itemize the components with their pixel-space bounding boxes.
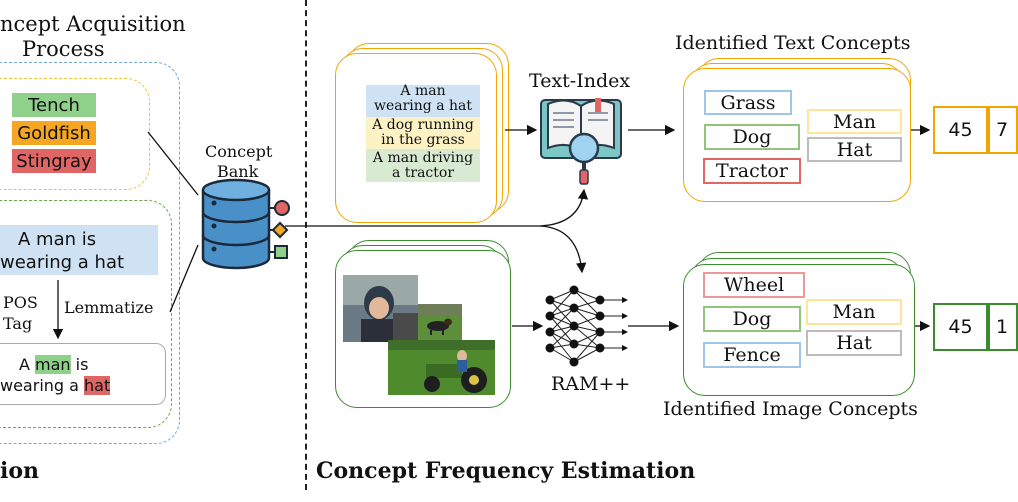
text-count-cell-2: 7	[988, 106, 1018, 154]
ram-label: RAM++	[551, 373, 631, 395]
text-count-cell-1: 45	[933, 106, 988, 154]
photo-dog-grass	[418, 304, 462, 346]
image-concept-wheel: Wheel	[703, 272, 805, 298]
highlight-man: man	[35, 355, 71, 374]
arrow-class-to-bank	[147, 131, 199, 196]
neural-network-icon	[549, 289, 624, 363]
acquisition-title-line1: ncept Acquisition	[0, 12, 186, 36]
lemmatized-result-box	[0, 343, 166, 405]
arrow-caption-to-bank	[169, 244, 199, 313]
lemmatize-label: Lemmatize	[64, 298, 154, 317]
image-concept-man: Man	[806, 299, 902, 325]
network-output-arrows	[622, 297, 628, 351]
text-concept-grass: Grass	[704, 90, 792, 115]
bank-label-line2: Bank	[217, 162, 259, 181]
arrow-bank-to-index	[285, 188, 589, 227]
text-index-label: Text-Index	[529, 70, 631, 92]
database-icon	[201, 178, 290, 270]
image-concept-fence: Fence	[703, 342, 801, 368]
text-concept-hat: Hat	[807, 137, 902, 162]
image-concepts-title: Identified Image Concepts	[663, 398, 918, 420]
section-divider	[305, 0, 307, 490]
photo-man-hat	[343, 275, 418, 342]
result-line2: wearing a hat	[0, 376, 111, 395]
caption-line2: wearing a hat	[0, 252, 125, 273]
acquisition-outer-box	[0, 62, 180, 444]
class-chip-tench: Tench	[12, 93, 96, 117]
arrow-bank-to-ram	[539, 225, 587, 274]
image-count-cell-1: 45	[933, 303, 988, 351]
text-caption-bg-3	[366, 149, 480, 182]
photo-tractor	[388, 340, 495, 395]
acquisition-title-line2: Process	[22, 37, 105, 61]
class-chip-goldfish: Goldfish	[12, 121, 96, 145]
image-concept-dog: Dog	[703, 306, 801, 332]
text-concept-tractor: Tractor	[703, 158, 801, 184]
text-concept-man: Man	[807, 109, 902, 134]
caption-highlight	[0, 225, 158, 275]
acquisition-bottom-label: ion	[0, 458, 40, 484]
caption-box	[0, 200, 172, 428]
frequency-estimation-title: Concept Frequency Estimation	[316, 458, 696, 484]
text-caption-bg-1	[366, 85, 480, 117]
book-search-icon	[540, 98, 622, 185]
image-count-cell-2: 1	[988, 303, 1018, 351]
image-concept-hat: Hat	[806, 330, 902, 356]
text-caption-bg-2	[366, 117, 480, 149]
neural-nodes	[545, 285, 605, 367]
bank-label-line1: Concept	[205, 142, 273, 161]
pos-tag-line1: POS	[3, 293, 38, 312]
text-concept-dog: Dog	[704, 124, 800, 150]
result-line1: A man is	[19, 355, 89, 374]
highlight-hat: hat	[84, 376, 111, 395]
pos-tag-line2: Tag	[3, 314, 33, 333]
text-concepts-title: Identified Text Concepts	[675, 32, 911, 54]
class-chip-stingray: Stingray	[12, 149, 96, 173]
caption-line1: A man is	[18, 229, 97, 250]
